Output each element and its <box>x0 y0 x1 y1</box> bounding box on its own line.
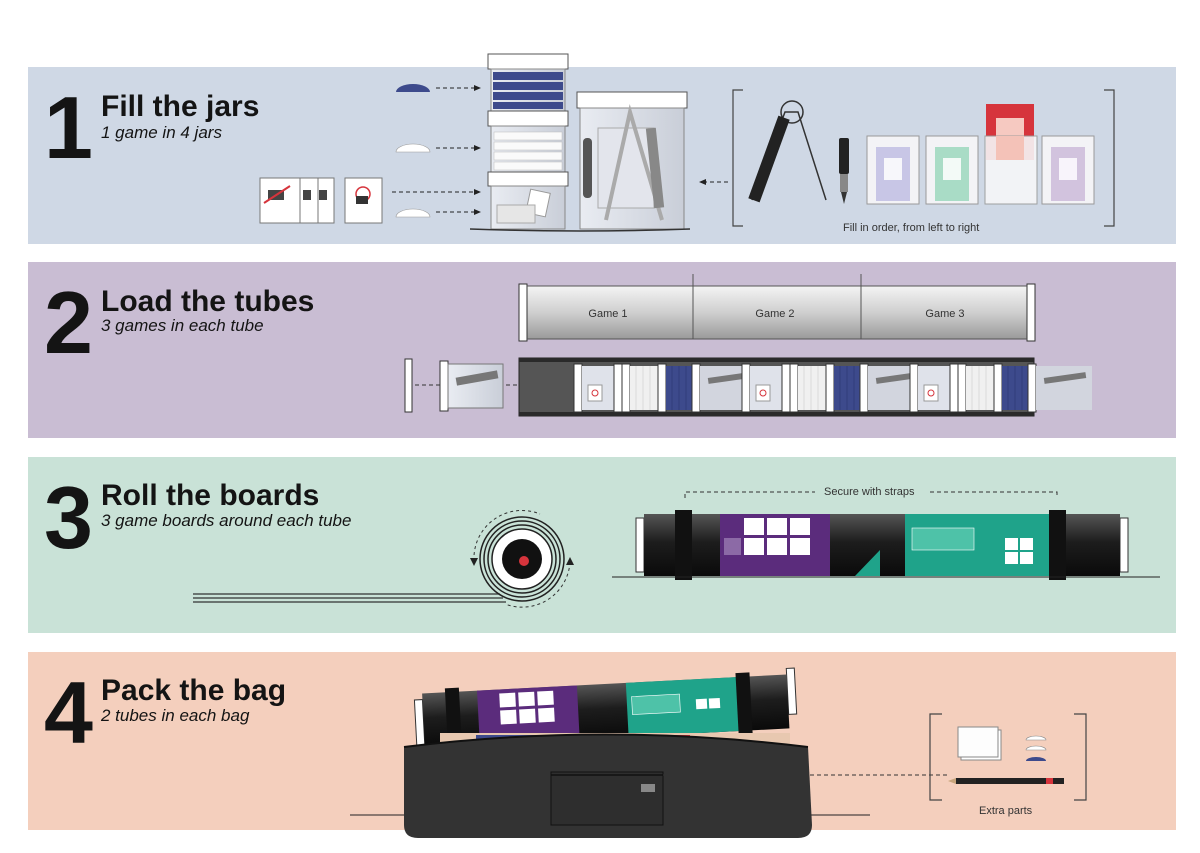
step-3-number: 3 <box>44 468 93 567</box>
loaded-tube <box>518 357 1093 417</box>
step-4-number: 4 <box>44 663 93 762</box>
step-2-number: 2 <box>44 273 93 372</box>
extra-parts-icon <box>948 726 1064 784</box>
step-1-subtitle: 1 game in 4 jars <box>101 123 222 142</box>
game-2-label: Game 2 <box>755 308 794 320</box>
step-2-illustration: Game 1 Game 2 Game 3 <box>404 274 1093 417</box>
sleeve-red-icon <box>984 104 1038 205</box>
step-2-subtitle: 3 games in each tube <box>101 316 264 335</box>
secure-straps-note: Secure with straps <box>824 486 915 498</box>
step-1-title: Fill the jars <box>101 90 260 123</box>
card-stack-icon <box>259 177 335 224</box>
packed-tube <box>413 667 798 751</box>
sleeve-lavender-icon <box>866 135 920 205</box>
carry-bag-icon <box>403 733 812 838</box>
white-dome-icon <box>395 208 431 218</box>
step-3-illustration <box>193 491 1160 608</box>
rolling-board-icon <box>470 509 574 608</box>
fill-order-note: Fill in order, from left to right <box>843 222 980 234</box>
step-3-subtitle: 3 game boards around each tube <box>101 511 352 530</box>
step-4-illustration <box>350 667 1087 838</box>
sleeve-mint-icon <box>925 135 979 205</box>
stacked-jars-icon <box>487 53 569 230</box>
tool-jar-icon <box>576 91 688 230</box>
rolled-tube <box>612 510 1160 580</box>
step-4-title: Pack the bag <box>101 674 287 707</box>
game-1-label: Game 1 <box>588 308 627 320</box>
white-dome-icon <box>395 143 431 153</box>
board-stand-icon <box>748 100 827 203</box>
marker-pen-icon <box>839 138 849 204</box>
navy-dome-icon <box>396 84 430 92</box>
step-3-title: Roll the boards <box>101 479 320 512</box>
step-4-subtitle: 2 tubes in each bag <box>101 706 250 725</box>
single-card-icon <box>344 177 383 224</box>
step-1-number: 1 <box>44 78 93 177</box>
sleeve-purple-icon <box>1041 135 1095 205</box>
step-2-title: Load the tubes <box>101 285 315 318</box>
game-tube-top: Game 1 Game 2 Game 3 <box>518 274 1036 342</box>
step-1-illustration <box>259 53 1115 232</box>
extra-parts-note: Extra parts <box>979 805 1033 817</box>
game-3-label: Game 3 <box>925 308 964 320</box>
